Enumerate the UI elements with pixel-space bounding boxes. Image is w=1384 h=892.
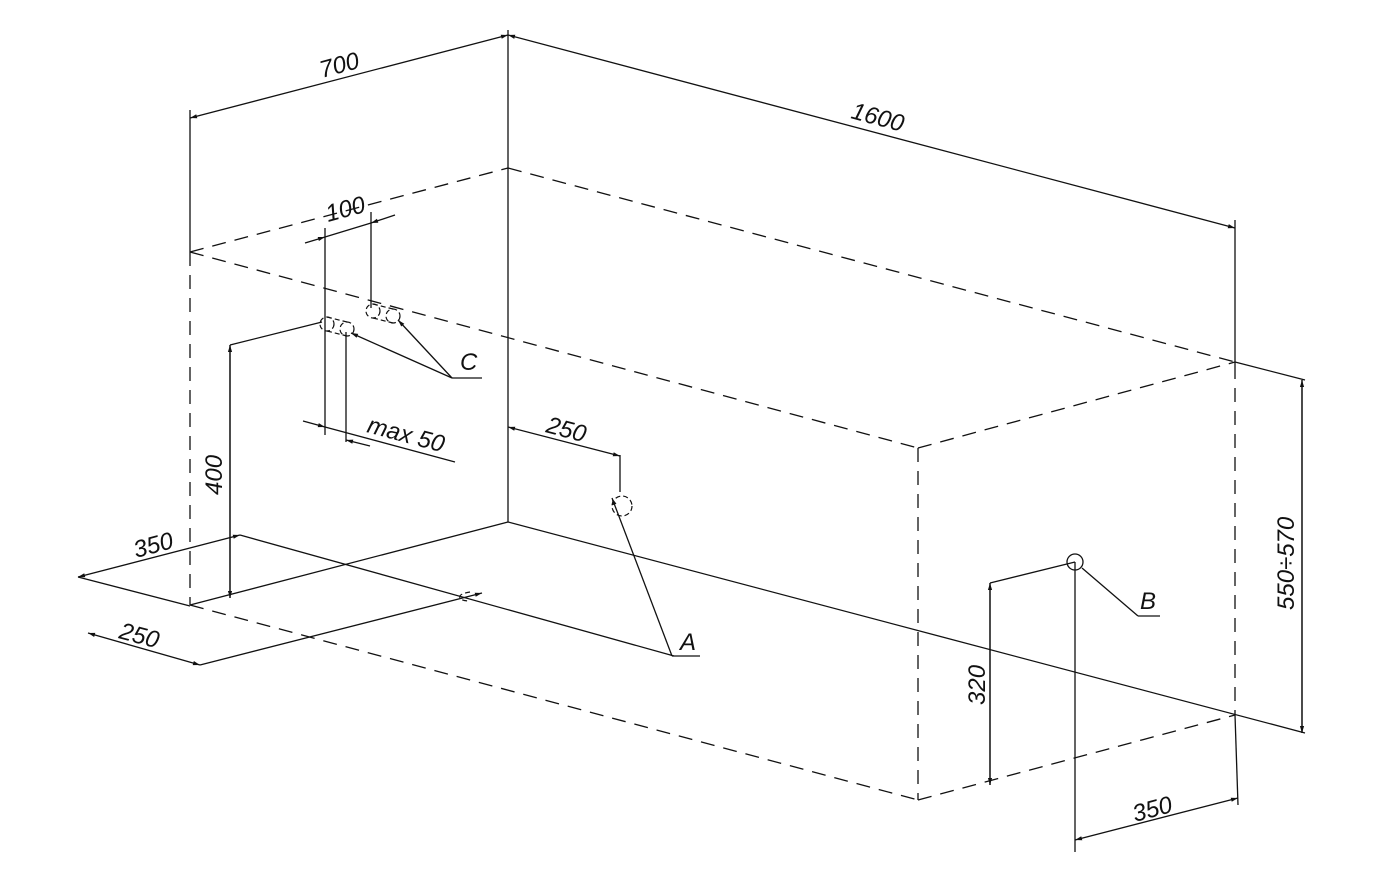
- label-c: C: [460, 349, 478, 376]
- dimension-250-mid-label: 250: [542, 411, 589, 448]
- dimension-400-label: 400: [201, 454, 228, 495]
- outlet-a: 350 250 250 A: [77, 411, 700, 666]
- dimension-350-left-label: 350: [131, 527, 177, 564]
- dimension-320-label: 320: [964, 664, 991, 705]
- dimension-550-570: 550÷570: [1234, 361, 1306, 733]
- dimension-550-570-label: 550÷570: [1273, 516, 1300, 610]
- dimension-350-right-label: 350: [1130, 791, 1176, 828]
- outlet-b: 320 350 B: [964, 553, 1239, 852]
- dimension-1600-label: 1600: [848, 98, 907, 138]
- dimension-700-label: 700: [317, 47, 363, 84]
- dimension-250-left-label: 250: [115, 617, 162, 654]
- label-a: A: [678, 629, 696, 656]
- tub-outline: [189, 30, 1306, 801]
- dimension-max50-label: max 50: [364, 412, 448, 459]
- dimension-400: 400: [201, 321, 323, 598]
- dimension-100-label: 100: [323, 191, 369, 228]
- outlet-c: 100 max 50 C: [302, 191, 482, 463]
- label-b: B: [1140, 588, 1156, 615]
- dimension-1600: 1600: [507, 34, 1236, 365]
